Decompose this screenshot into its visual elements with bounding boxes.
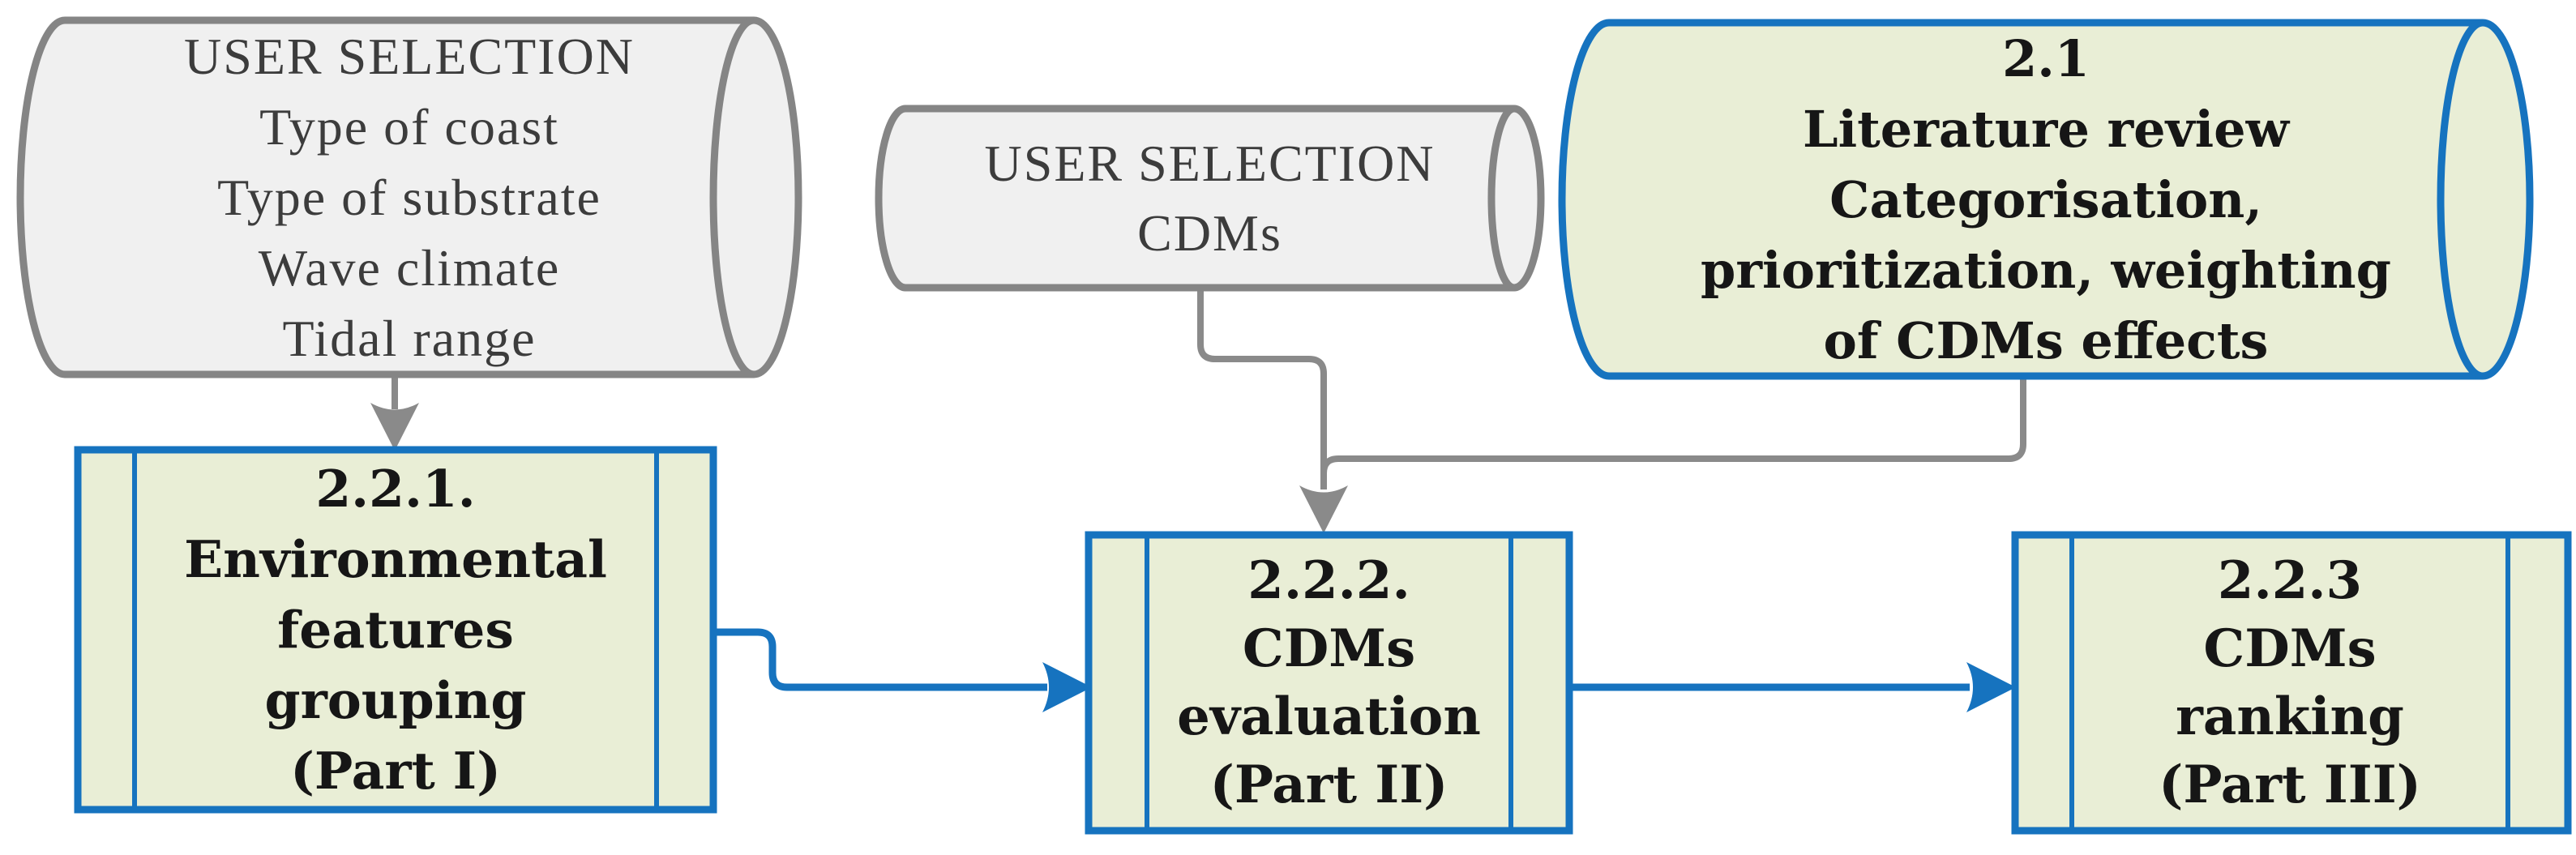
cylinder-user-selection-env-rim xyxy=(709,16,755,378)
label-line: CDMs xyxy=(1242,618,1416,679)
label-line: prioritization, weighting xyxy=(1701,240,2391,300)
label-line: Categorisation, xyxy=(1829,169,2262,229)
label-user-selection-cdms: USER SELECTION CDMs xyxy=(905,109,1514,288)
cylinder-literature-review-rim xyxy=(2437,19,2484,380)
arrowhead-into-evaluation-left xyxy=(1042,662,1092,712)
connector-user-selection-cdms-to-evaluation xyxy=(1197,289,1327,489)
label-line: 2.2.2. xyxy=(1247,549,1410,611)
label-line: 2.2.3 xyxy=(2217,549,2363,611)
label-line: Literature review xyxy=(1803,99,2289,159)
label-line: (Part III) xyxy=(2159,754,2421,815)
box-cdms-evaluation xyxy=(1085,531,1573,835)
label-line: CDMs xyxy=(1137,203,1282,262)
connector-literature-review-to-evaluation xyxy=(1320,378,2026,474)
label-line: USER SELECTION xyxy=(184,28,635,85)
box-cdms-ranking xyxy=(2011,531,2572,835)
label-line: 2.2.1. xyxy=(315,458,476,519)
arrowhead-into-evaluation xyxy=(1299,485,1348,533)
label-line: grouping xyxy=(264,669,527,730)
label-line: ranking xyxy=(2176,686,2404,747)
box-env-features-grouping xyxy=(74,446,717,814)
arrowhead-into-grouping xyxy=(370,403,419,451)
label-user-selection-env: USER SELECTION Type of coast Type of sub… xyxy=(65,20,754,374)
label-line: USER SELECTION xyxy=(984,134,1436,192)
label-line: Type of coast xyxy=(259,98,559,156)
label-line: features xyxy=(277,599,514,660)
label-line: 2.1 xyxy=(2002,28,2090,88)
label-line: (Part II) xyxy=(1209,754,1448,815)
label-env-features-grouping: 2.2.1. Environmental features grouping (… xyxy=(135,451,657,808)
label-cdms-ranking: 2.2.3 CDMs ranking (Part III) xyxy=(2072,537,2508,829)
label-line: (Part I) xyxy=(290,740,501,801)
label-cdms-evaluation: 2.2.2. CDMs evaluation (Part II) xyxy=(1147,537,1511,829)
label-line: Type of substrate xyxy=(217,169,601,226)
label-line: of CDMs effects xyxy=(1823,310,2269,370)
label-line: Tidal range xyxy=(282,310,537,367)
label-line: evaluation xyxy=(1177,686,1481,747)
label-line: CDMs xyxy=(2203,618,2377,679)
cylinder-user-selection-cdms-rim xyxy=(1487,105,1515,292)
label-line: Wave climate xyxy=(258,239,561,297)
arrowhead-into-ranking xyxy=(1966,662,2016,712)
label-literature-review: 2.1 Literature review Categorisation, pr… xyxy=(1609,23,2483,376)
label-line: Environmental xyxy=(184,528,607,589)
connector-grouping-to-evaluation xyxy=(712,628,1047,691)
